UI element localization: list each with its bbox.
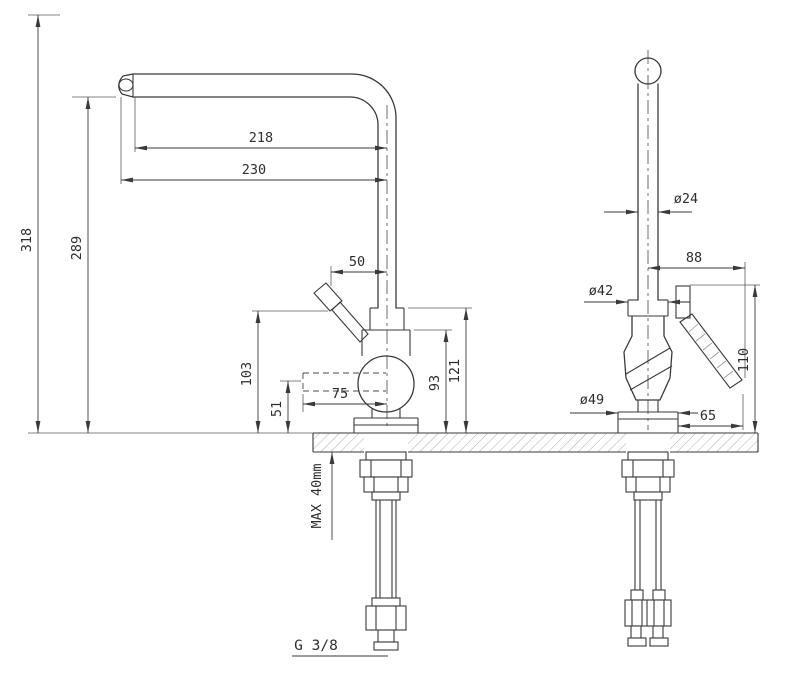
dim-handle-offset-50: 50 <box>331 254 387 275</box>
right-under-counter-hardware <box>621 451 675 647</box>
dim-collar-diameter-42: ø42 <box>584 283 690 305</box>
dim-handle-height-103: 103 <box>239 311 261 433</box>
lever-handle <box>675 285 743 389</box>
hatch-stroke <box>709 351 720 360</box>
dim-spout-reach-218: 218 <box>135 130 387 151</box>
dim-base-diameter-49: ø49 <box>570 392 698 416</box>
dimension-label: 51 <box>269 401 285 417</box>
dim-spout-height-289: 289 <box>69 97 91 433</box>
dimension-label: 289 <box>69 236 85 260</box>
spout-top-knob <box>634 57 662 85</box>
dim-handle-height-110: 110 <box>736 285 758 433</box>
handle-arm-hatching <box>688 323 734 379</box>
base-flange <box>617 400 679 433</box>
thread-size-label: G 3/8 <box>294 638 338 654</box>
mounting-nut <box>621 459 675 478</box>
max-thickness-label: MAX 40mm <box>309 463 325 528</box>
dimension-label: 88 <box>686 250 702 266</box>
hatch-stroke <box>702 342 713 351</box>
mixer-body-profile <box>623 315 673 401</box>
dim-spout-diameter-24: ø24 <box>604 191 698 215</box>
right-faucet-side-view <box>617 50 743 647</box>
dimension-label: ø24 <box>674 191 698 207</box>
dimension-label: 103 <box>239 362 255 386</box>
spout-outer-edge <box>132 73 397 309</box>
fitting-end <box>627 637 647 647</box>
hatch-stroke <box>716 360 727 369</box>
dimensions-left-view: 318 289 218 230 50 103 51 75 <box>19 14 472 657</box>
fitting-tail <box>377 629 395 643</box>
dimension-label: 318 <box>19 228 35 252</box>
hose-fitting-neck <box>371 597 401 607</box>
hose-fitting-nut <box>624 599 650 627</box>
fitting-tail <box>630 625 642 639</box>
countertop-hatch-right <box>670 433 758 452</box>
body-joint-line <box>625 347 671 375</box>
dim-collar-height-121: 121 <box>447 308 469 433</box>
callout-thread-size: G 3/8 <box>292 638 388 657</box>
dimensions-right-view: ø24 88 ø42 ø49 65 110 <box>570 191 760 433</box>
countertop-hatch-left <box>313 433 364 452</box>
spout-inner-edge <box>132 96 379 309</box>
left-faucet-side-view <box>118 73 419 651</box>
hatch-stroke <box>688 323 699 333</box>
handle-paddle <box>313 282 343 312</box>
dim-body-height-93: 93 <box>427 330 449 433</box>
countertop <box>312 432 759 453</box>
dimension-label: ø42 <box>589 283 613 299</box>
body-collar <box>369 307 405 330</box>
dim-inlet-height-51: 51 <box>269 381 291 433</box>
dimension-label: 75 <box>332 386 348 402</box>
hose-fitting-nut <box>646 599 672 627</box>
hatch-stroke <box>695 333 706 342</box>
hose-fitting-neck <box>630 589 644 601</box>
dim-handle-projection-65: 65 <box>678 408 743 429</box>
body-joint-line <box>629 365 673 391</box>
callout-max-counter-thickness: MAX 40mm <box>309 452 335 540</box>
dim-spout-reach-230: 230 <box>121 162 387 183</box>
dimension-label: 230 <box>242 162 266 178</box>
fitting-end <box>373 641 399 651</box>
fitting-end <box>649 637 669 647</box>
fitting-tail <box>652 625 664 639</box>
threaded-shank <box>633 491 663 501</box>
aerator <box>118 78 134 92</box>
hose-fitting-nut <box>365 605 407 631</box>
dimension-label: 218 <box>249 130 273 146</box>
dimension-label: 121 <box>447 359 463 383</box>
dim-body-offset-75: 75 <box>303 386 387 407</box>
mounting-washer <box>365 451 407 461</box>
dim-handle-reach-88: 88 <box>648 250 745 271</box>
left-under-counter-hardware <box>359 451 413 651</box>
lock-nut <box>363 476 409 493</box>
dimension-label: 50 <box>349 254 365 270</box>
mixer-body <box>353 329 419 433</box>
mounting-nut <box>359 459 413 478</box>
dim-total-height-318: 318 <box>19 15 41 433</box>
dimension-label: 110 <box>736 348 752 372</box>
hose-fitting-neck <box>652 589 666 601</box>
body-sphere <box>357 355 415 413</box>
countertop-hatch-middle <box>408 433 626 452</box>
dimension-label: 93 <box>427 375 443 391</box>
dimension-label: 65 <box>700 408 716 424</box>
hidden-cartridge-lines <box>302 372 386 392</box>
mounting-washer <box>627 451 669 461</box>
handle-arm <box>331 301 369 343</box>
handle-arm <box>679 313 743 389</box>
hatch-stroke <box>723 370 734 379</box>
spout-tip-cap <box>118 73 134 98</box>
threaded-shank <box>371 491 401 501</box>
lock-nut <box>625 476 671 493</box>
dimension-label: ø49 <box>580 392 604 408</box>
lever-handle <box>313 282 369 343</box>
